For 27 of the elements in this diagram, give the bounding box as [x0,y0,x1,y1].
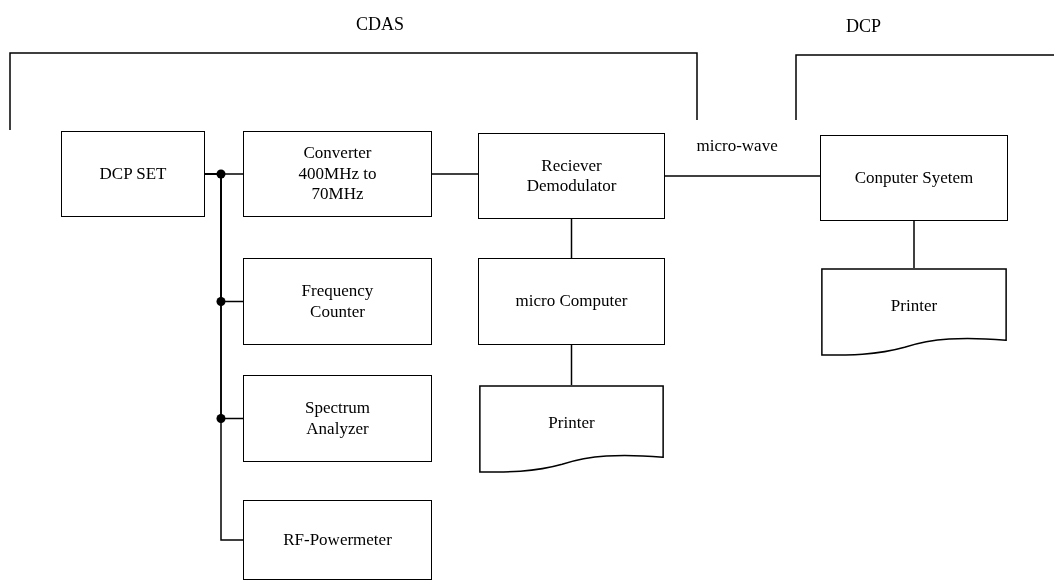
section-label: CDAS [356,14,404,35]
section-label: DCP [846,16,881,37]
document-shape [478,385,665,473]
process-box [243,131,432,217]
process-box [243,258,432,345]
box-label: Spectrum Analyzer [303,398,372,439]
connector-line [570,218,573,259]
box-label: DCP SET [98,163,168,185]
box-label: Reciever Demodulator [525,155,618,197]
connector-line [570,344,573,386]
box-label: Conputer Syetem [853,167,975,189]
connector-line [913,220,915,269]
box-label: RF-Powermeter [282,529,393,551]
process-box [820,135,1008,221]
box-label: Printer [889,295,939,317]
process-box [478,133,665,219]
document-shape [820,268,1008,356]
box-label: Frequency Counter [300,281,375,322]
box-label: micro Computer [514,291,629,312]
box-label: Printer [547,412,596,434]
process-box [61,131,205,217]
process-box [243,375,432,462]
process-box [478,258,665,345]
process-box [243,500,432,580]
box-label: Converter 400MHz to 70MHz [297,143,378,205]
connector-line [664,175,821,177]
connector-line [431,173,479,175]
